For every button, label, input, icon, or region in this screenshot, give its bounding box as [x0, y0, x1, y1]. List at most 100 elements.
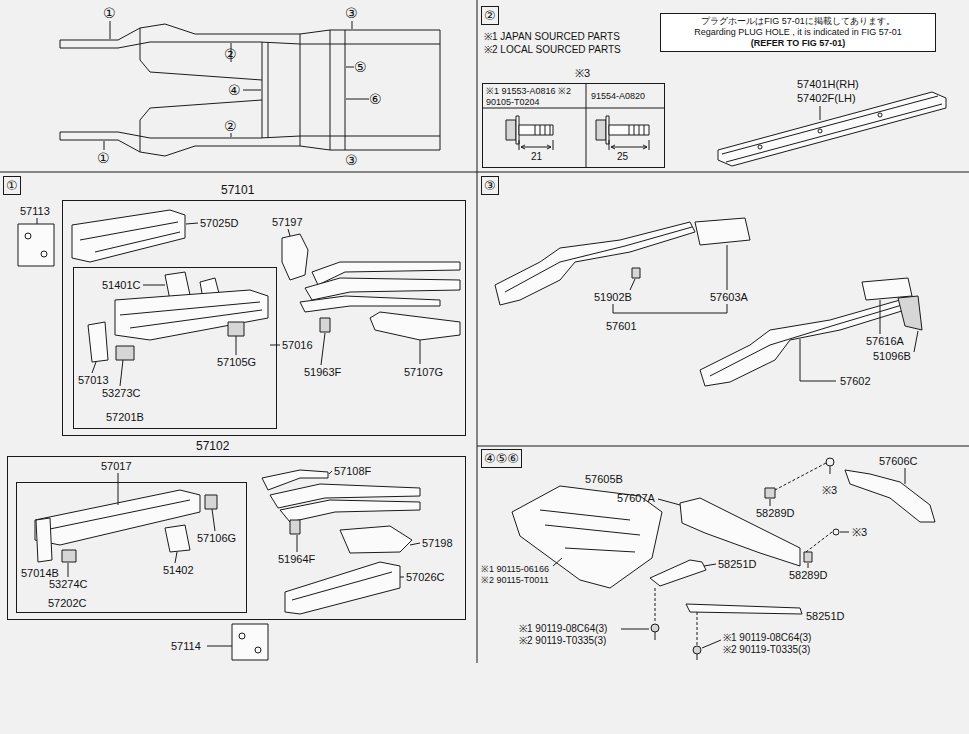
- side-rail: [878, 113, 882, 117]
- section-tag: ①: [3, 176, 21, 195]
- chassis-overview: [60, 42, 440, 48]
- table-cell: ※1 91553-A0816 ※2 90105-T0204: [486, 86, 578, 108]
- part-number: 58289D: [789, 569, 828, 581]
- front-body-part: [290, 520, 300, 534]
- note-text: (REFER TO FIG 57-01): [665, 38, 931, 49]
- note-text: ※2 90119-T0335(3): [723, 644, 810, 655]
- group-box: 5710257202C: [7, 456, 466, 620]
- note-text: ※1 90119-08C64(3): [519, 623, 607, 634]
- leader-line: [553, 245, 918, 648]
- leader-line: [820, 106, 821, 120]
- part-number: 51964F: [278, 553, 315, 565]
- part-number: 57197: [272, 216, 303, 228]
- table-cell: 91554-A0820: [591, 91, 645, 102]
- leader-line: [37, 218, 420, 386]
- front-body-part: [280, 500, 420, 522]
- section-tag: ④⑤⑥: [481, 449, 522, 468]
- rear-body-part: [686, 604, 802, 614]
- chassis-overview: [300, 30, 440, 90]
- front-body-part: [300, 296, 440, 312]
- rear-body-part: [898, 296, 922, 330]
- part-number: 57114: [171, 640, 201, 652]
- section-tag: ②: [481, 6, 499, 25]
- chassis-overview: [262, 42, 268, 90]
- rear-body-part: [700, 300, 905, 386]
- chassis-overview: [300, 90, 440, 150]
- part-number: 51402: [163, 564, 194, 576]
- rear-body-part: [632, 268, 640, 278]
- rear-body-part: [540, 510, 640, 552]
- part-number: 57606C: [879, 455, 918, 467]
- callout-number: ⑤: [354, 60, 367, 74]
- front-body-part: [282, 234, 308, 280]
- rear-body-part: [495, 218, 935, 660]
- front-body-part: [41, 251, 47, 257]
- chassis-overview: [60, 90, 440, 156]
- part-number: 57616A: [866, 335, 904, 347]
- chassis-overview: [60, 132, 61, 140]
- bolt-symbol: [519, 140, 553, 150]
- rear-body-part: [804, 552, 812, 562]
- leader-line: [104, 21, 369, 150]
- bolt-symbol: [506, 120, 516, 140]
- bolt-symbol: [609, 140, 649, 150]
- part-number: 57402F(LH): [797, 92, 856, 104]
- front-body-part: [18, 210, 460, 660]
- rear-body-part: [495, 222, 695, 305]
- section-number: ④⑤⑥: [484, 450, 519, 467]
- callout-number: ③: [345, 153, 358, 167]
- part-number: 57108F: [334, 465, 371, 477]
- rear-body-part: [697, 654, 698, 660]
- part-number: 57113: [20, 205, 50, 217]
- callout-number: ③: [345, 6, 358, 20]
- panel-divider: [0, 0, 969, 663]
- front-body-part: [18, 224, 54, 266]
- part-number: 57605B: [585, 473, 623, 485]
- chassis-overview: [60, 24, 440, 40]
- section-number: ①: [6, 177, 18, 194]
- bolt-symbol: [629, 125, 644, 135]
- dimension: 21: [531, 151, 542, 163]
- front-body-part: [36, 518, 52, 562]
- note-box: プラグホールはFIG 57-01に掲載してあります。Regarding PLUG…: [660, 13, 936, 52]
- panel-divider: [477, 0, 478, 663]
- part-number: 51963F: [304, 366, 341, 378]
- rear-body-part: [862, 278, 912, 300]
- front-body-part: [205, 495, 217, 509]
- bolt-symbol: [519, 125, 553, 135]
- part-number: 57107G: [404, 366, 443, 378]
- side-rail: [722, 96, 942, 162]
- front-body-part: [88, 322, 108, 362]
- note-text: ※1 JAPAN SOURCED PARTS: [484, 31, 620, 42]
- front-body-part: [72, 210, 185, 262]
- callout-number: ①: [97, 151, 110, 165]
- group-number: 57102: [196, 439, 229, 453]
- group-number: 57101: [221, 183, 254, 197]
- bolt-table: ※3※1 91553-A0816 ※2 90105-T020491554-A08…: [482, 83, 665, 168]
- note-text: ※2 90115-T0011: [481, 575, 549, 586]
- part-number: 51401C: [102, 279, 141, 291]
- callout-number: ①: [103, 6, 116, 20]
- rear-body-part: [833, 529, 839, 535]
- group-box: 57201B: [73, 267, 277, 429]
- note-text: Regarding PLUG HOLE , it is indicated in…: [665, 27, 931, 38]
- leader-line: [553, 468, 905, 648]
- bolt-symbol: [596, 120, 606, 140]
- table-grid: [482, 83, 665, 168]
- part-number: 57401H(RH): [797, 78, 859, 90]
- part-number: 58251D: [718, 558, 757, 570]
- front-body-part: [305, 278, 460, 300]
- table-grid: [586, 83, 587, 168]
- rear-body-part: [655, 632, 656, 640]
- front-body-part: [232, 624, 268, 660]
- chassis-overview: [262, 90, 268, 138]
- part-number: 51902B: [594, 291, 632, 303]
- note-text: ※2 LOCAL SOURCED PARTS: [484, 44, 621, 55]
- note-text: ※2 90119-T0335(3): [519, 635, 606, 646]
- part-number: 57014B: [21, 567, 59, 579]
- part-number: 57603A: [710, 291, 748, 303]
- leader-line: [655, 463, 832, 645]
- part-number: 57017: [101, 460, 132, 472]
